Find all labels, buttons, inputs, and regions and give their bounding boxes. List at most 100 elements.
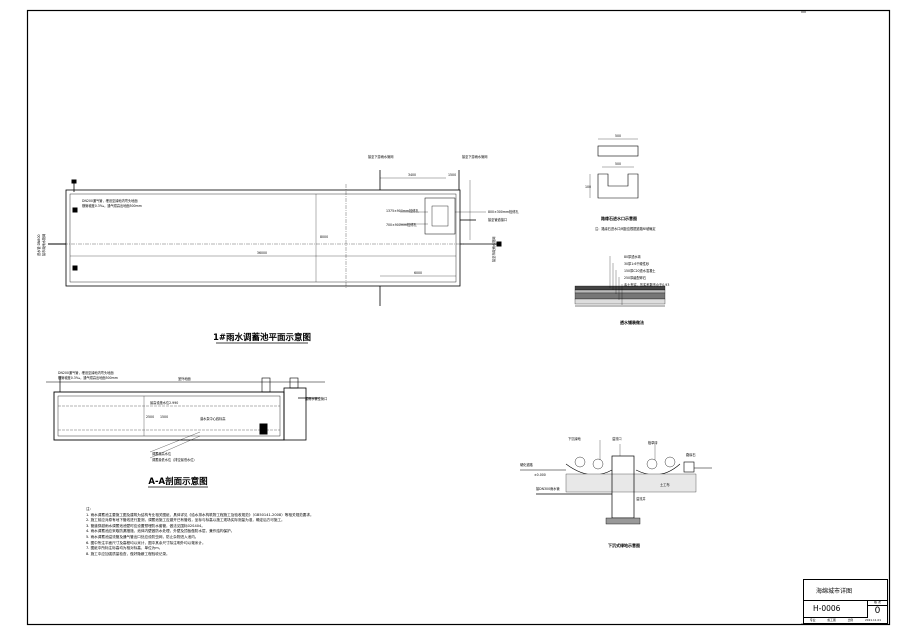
plan-note-line1: DN200通气管，埋设至绿地内弯头地面: [82, 198, 138, 203]
note-item: 2. 施工前应对原有地下管线进行复测，调蓄池施工应避开已有管线，坐标与标高以施工…: [86, 518, 285, 523]
sunken-label-top1: 下沉绿地: [568, 436, 582, 441]
plan-right-label1: 800×300mm检修孔: [488, 209, 519, 214]
permeable-layer-3: [574, 292, 666, 300]
section-dim-1-text: 2500: [146, 415, 154, 419]
curb-note: 注：路缘石进水口间距应根据道路纵坡确定: [595, 226, 656, 231]
sunken-plant-4: [664, 456, 676, 468]
plan-dim-width-text: 8000: [320, 235, 328, 239]
sunken-texts: 下沉绿地 溢流口 植草砖 路缘石 溢流井 土工布 硬化道路 接DN300雨水管 …: [520, 436, 696, 548]
note-item: 7. 图纸中所标注标高均为相对标高，单位为m。: [86, 546, 163, 551]
sunken-basin: [565, 463, 613, 476]
permeable-layer-2: [574, 289, 666, 294]
plan-left-side-label: 进水管 DN800: [36, 235, 41, 257]
section-pump-label: 潜水泵中心线标高: [200, 416, 226, 421]
sunken-label-top3: 植草砖: [648, 440, 658, 445]
sunken-label-top2: 溢流口: [612, 436, 622, 441]
permeable-title: 透水铺装做法: [620, 319, 644, 325]
section-bottom-label2: 调蓄最低水位（排空最低水位）: [152, 457, 197, 462]
title-block-number-cell: H-0006: [804, 600, 868, 618]
sunken-plant-2: [592, 458, 604, 470]
curb-inlet-view: [589, 138, 639, 199]
plan-inlet-label1: 1375×900mm检修孔: [386, 208, 419, 213]
section-tank-inner: [57, 395, 281, 437]
plan-manhole-left-bottom: [72, 265, 78, 271]
plan-dim-overall-text: 36000: [257, 251, 267, 255]
permeable-layer-5-label: 素土夯实，压实系数不小于0.93: [624, 282, 669, 287]
revision-label: 版 次: [868, 600, 887, 606]
section-title: A-A剖面示意图: [148, 476, 207, 487]
section-leader: [149, 435, 201, 459]
permeable-view: [574, 256, 666, 307]
plan-dim-bottom-text: 6000: [414, 271, 422, 275]
section-ground-label: 室外地面: [178, 376, 191, 381]
permeable-layer-1-label: 80厚透水砖: [624, 254, 642, 259]
sunken-well-base: [605, 517, 641, 525]
plan-right-label3: 接至市政雨水管网: [491, 237, 496, 263]
section-note-line1: DN200通气管，埋设至绿地内弯头地面: [58, 370, 114, 375]
plan-note-line2: 横管坡度0.3‰，通气帽高出地面500mm: [82, 203, 142, 208]
plan-pump-inner: [431, 205, 449, 227]
plan-top-label1: 接至下游雨水管网: [368, 154, 394, 159]
plan-top-label2: 接至下游雨水管网: [462, 154, 488, 159]
curb-top-block: [597, 145, 639, 157]
sunken-label-bottom: 接DN300雨水管: [536, 486, 560, 491]
permeable-layer-3-label: 150厚C20透水混凝土: [624, 268, 656, 273]
permeable-layer-4-label: 250厚级配碎石: [624, 275, 646, 280]
note-item: 5. 雨水调蓄池溢流管及通气管出口处应设防虫网，防止杂物进入池内。: [86, 534, 199, 539]
title-block: 海绵城市详图 H-0006 版 次 0 专业 施工图 比例 2021.11.01: [803, 579, 888, 624]
curb-title: 路缘石进水口示意图: [601, 215, 637, 221]
note-item: 4. 雨水调蓄池应采取防漏措施，池体内壁做防水处理，外壁及顶板做防水层，兼作结构…: [86, 529, 235, 534]
sunken-label-mid2: 土工布: [660, 482, 670, 487]
curb-dim-bottom-text: 100: [585, 185, 591, 189]
title-block-info-row: 专业 施工图 比例 2021.11.01: [804, 617, 887, 623]
curb-texts: 500 500 100 路缘石进水口示意图 注：路缘石进水口间距应根据道路纵坡确…: [585, 134, 656, 231]
section-texts: DN200通气管，埋设至绿地内弯头地面 横管坡度0.3‰，通气帽高出地面500m…: [58, 370, 327, 487]
section-pump-pit: [283, 387, 307, 441]
plan-vent-cap: [71, 179, 77, 184]
plan-dim-top-text: 3400: [408, 173, 416, 177]
plan-manhole-left-top: [72, 207, 78, 213]
sunken-fill: [565, 473, 697, 493]
plan-right-label2: 接至管道接口: [488, 217, 507, 222]
curb-dim-top-text: 500: [615, 134, 621, 138]
notes-block: 注： 1. 雨水调蓄池主要施工图及建筑为结构专业相关图纸，具体详见《给水排水构筑…: [86, 507, 416, 557]
info-b: 施工图: [827, 618, 836, 622]
section-shaft-left: [261, 377, 271, 393]
plan-tank-inner: [69, 193, 457, 283]
info-a: 专业: [809, 618, 816, 622]
plan-inlet-label2: 700×900mm检修孔: [386, 222, 417, 227]
section-shaft-right: [289, 377, 299, 389]
sunken-plant-3: [646, 458, 658, 470]
section-note-line2: 横管坡度0.3‰，通气帽高出地面500mm: [58, 375, 118, 380]
notes-heading: 注：: [86, 507, 94, 511]
section-view: [46, 376, 325, 459]
curb-profile: [597, 173, 639, 199]
plan-tank-outer: [65, 189, 461, 287]
sunken-plant-1: [574, 456, 586, 468]
plan-dim-right1-text: 1500: [448, 173, 456, 177]
note-item: 6. 图中所注平面尺寸及高程均以米计，图中其余尺寸除注明外均以毫米计。: [86, 540, 206, 545]
section-bottom-label1: 调蓄最高水位: [152, 451, 172, 456]
title-block-project-row: 海绵城市详图: [804, 580, 887, 601]
sunken-label-top4: 路缘石: [686, 452, 696, 457]
note-item: 8. 施工中应加强质量检查，做好隐蔽工程验收记录。: [86, 551, 170, 556]
plan-pump-pit: [424, 197, 456, 235]
drawing-number: H-0006: [813, 604, 841, 613]
section-pump: [259, 423, 268, 435]
plan-title: 1#雨水调蓄池平面示意图: [213, 332, 311, 343]
sunken-title: 下沉式绿地示意图: [608, 542, 640, 548]
note-item: 3. 管道穿越雨水调蓄池池壁时应设置预埋防水套管，做法见国标02S404。: [86, 523, 205, 528]
permeable-texts: 80厚透水砖 30厚1:6干硬性砂 150厚C20透水混凝土 250厚级配碎石 …: [620, 254, 669, 325]
sunken-label-mid1: 溢流井: [636, 496, 646, 501]
project-name: 海绵城市详图: [816, 587, 853, 595]
outer-border: [26, 9, 891, 626]
section-dim-2-text: 1500: [160, 415, 168, 419]
revision-value: 0: [874, 606, 881, 616]
sunken-label-left: 硬化道路: [520, 462, 534, 467]
section-leader: [149, 431, 201, 453]
info-c: 比例: [847, 618, 854, 622]
info-d: 2021.11.01: [865, 618, 882, 622]
permeable-layer-4: [574, 298, 666, 305]
section-overflow-label: 接雨水管空管口: [305, 396, 327, 401]
